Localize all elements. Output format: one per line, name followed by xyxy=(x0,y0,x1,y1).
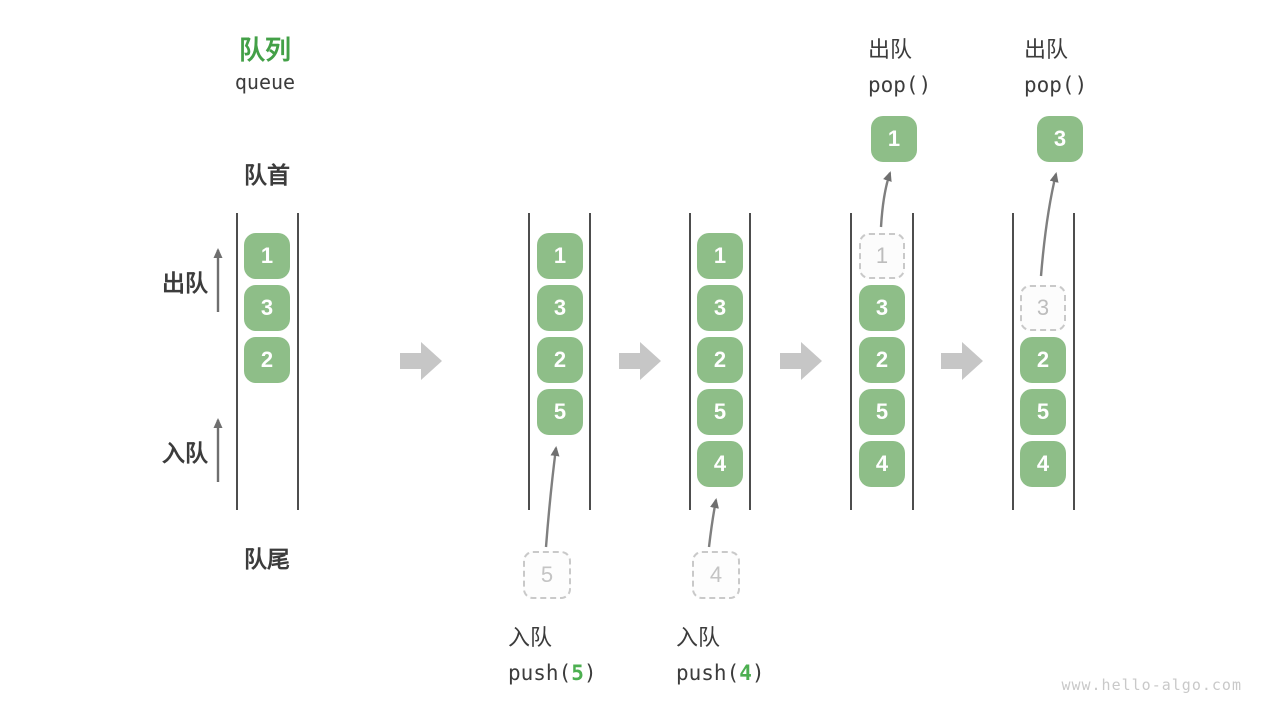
queue-item: 3 xyxy=(537,285,583,331)
dequeue-op-label: 出队 xyxy=(868,37,913,62)
queue-item: 1 xyxy=(537,233,583,279)
queue-state-3: 1 3 2 5 4 xyxy=(697,233,743,493)
dequeue-direction-label: 出队 xyxy=(162,270,208,296)
queue-item: 1 xyxy=(697,233,743,279)
queue-state-2: 1 3 2 5 xyxy=(537,233,583,493)
queue-item: 3 xyxy=(859,285,905,331)
queue-item: 1 xyxy=(244,233,290,279)
staged-push-value-box: 5 xyxy=(523,551,571,599)
queue-item: 2 xyxy=(697,337,743,383)
enqueue-direction-label: 入队 xyxy=(162,440,208,466)
dequeue-annotation: 出队 pop() xyxy=(868,32,931,97)
queue-item-removed: 3 xyxy=(1020,285,1066,331)
dequeue-op-code: pop() xyxy=(868,73,932,97)
pop-arrow-icons xyxy=(879,171,1059,277)
push-arg: 5 xyxy=(571,661,584,685)
queue-item: 2 xyxy=(244,337,290,383)
queue-item: 5 xyxy=(1020,389,1066,435)
queue-state-1: 1 3 2 xyxy=(244,233,290,493)
dequeue-op-code: pop() xyxy=(1024,73,1088,97)
queue-item: 5 xyxy=(537,389,583,435)
popped-value-box: 3 xyxy=(1037,116,1083,162)
queue-item: 2 xyxy=(1020,337,1066,383)
enqueue-op-code: push(5) xyxy=(508,661,597,685)
enqueue-op-code: push(4) xyxy=(676,661,765,685)
queue-item: 5 xyxy=(859,389,905,435)
page-title: 队列 xyxy=(238,35,291,65)
dequeue-op-label: 出队 xyxy=(1024,37,1069,62)
push-arg: 4 xyxy=(739,661,752,685)
queue-item: 4 xyxy=(1020,441,1066,487)
queue-item: 5 xyxy=(697,389,743,435)
queue-item: 2 xyxy=(859,337,905,383)
queue-item: 3 xyxy=(244,285,290,331)
queue-state-5: 3 2 5 4 xyxy=(1020,233,1066,493)
staged-push-value-box: 4 xyxy=(692,551,740,599)
state-transition-arrow-icons xyxy=(400,342,983,380)
enqueue-annotation: 入队 push(5) xyxy=(508,620,597,685)
queue-item: 4 xyxy=(859,441,905,487)
queue-item: 3 xyxy=(697,285,743,331)
watermark: www.hello-algo.com xyxy=(1061,676,1242,694)
queue-front-label: 队首 xyxy=(244,162,290,188)
queue-item: 2 xyxy=(537,337,583,383)
dequeue-annotation: 出队 pop() xyxy=(1024,32,1087,97)
queue-container-lines xyxy=(236,213,1075,510)
queue-item: 4 xyxy=(697,441,743,487)
queue-item-removed: 1 xyxy=(859,233,905,279)
enqueue-op-label: 入队 xyxy=(676,625,721,650)
page-subtitle: queue xyxy=(234,70,296,94)
enqueue-op-label: 入队 xyxy=(508,625,553,650)
queue-state-4: 1 3 2 5 4 xyxy=(859,233,905,493)
popped-value-box: 1 xyxy=(871,116,917,162)
queue-rear-label: 队尾 xyxy=(244,546,290,572)
push-arrow-icons xyxy=(544,446,719,548)
enqueue-annotation: 入队 push(4) xyxy=(676,620,765,685)
